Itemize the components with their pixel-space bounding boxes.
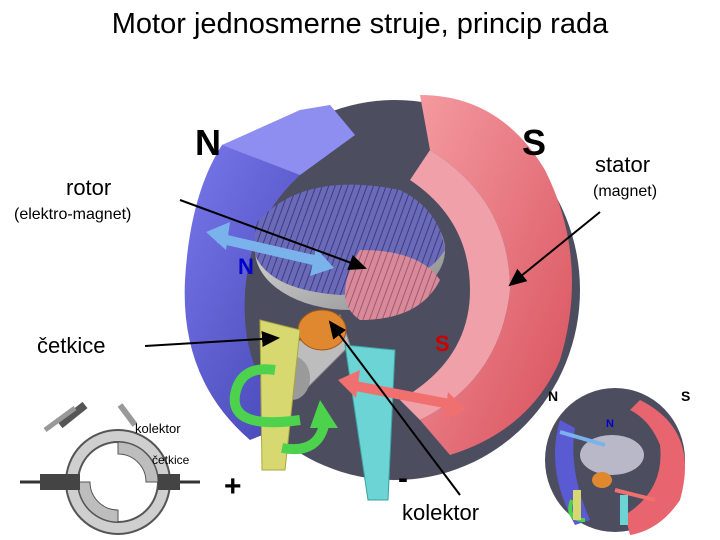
label-minus: -	[398, 462, 408, 495]
label-stator-sub: (magnet)	[593, 183, 658, 200]
pointer-rotor	[179, 199, 367, 270]
pole-n-stator: N	[195, 122, 221, 163]
commutator	[297, 309, 347, 351]
rotation-arrow-back	[229, 364, 301, 428]
inset-pole-s: S	[681, 388, 691, 404]
stator-field-arrow	[349, 380, 456, 410]
label-cetkice: četkice	[37, 333, 106, 358]
rotor-field-arrow	[216, 233, 324, 267]
label-rotor-sub: (elektro-magnet)	[14, 206, 132, 223]
inset-label-kolektor: kolektor	[135, 421, 181, 436]
label-kolektor: kolektor	[402, 500, 480, 525]
pointer-stator	[508, 211, 601, 287]
rotor-field-arrow-head-right	[310, 248, 334, 276]
stator-north-top	[222, 105, 355, 175]
stator-south-inner	[400, 150, 510, 420]
label-plus: +	[224, 470, 242, 503]
inset-label-cetkice: četkice	[152, 453, 190, 467]
label-stator: stator	[595, 152, 651, 177]
inset-commutator-diagram	[20, 401, 200, 535]
pole-s-rotor: S	[435, 331, 450, 356]
stator-field-arrow-head-left	[338, 370, 360, 398]
pointer-kolektor	[328, 320, 461, 496]
page-title: Motor jednosmerne struje, princip rada	[111, 8, 609, 40]
label-rotor: rotor	[66, 175, 112, 200]
rotation-arrow-head	[310, 400, 338, 428]
pole-n-rotor: N	[238, 254, 254, 279]
inset-pole-n: N	[548, 388, 559, 404]
pointer-cetkice	[144, 330, 280, 347]
inset-pole-n-rotor: N	[606, 418, 614, 430]
stator-field-arrow-head-right	[444, 392, 466, 420]
rotor-coil-red	[345, 250, 440, 320]
pole-s-stator: S	[522, 122, 547, 163]
rotor-field-arrow-head-left	[206, 222, 230, 250]
inset-small-motor	[545, 388, 685, 535]
stator-south-pole	[420, 95, 572, 455]
stator-north-pole	[184, 105, 355, 440]
